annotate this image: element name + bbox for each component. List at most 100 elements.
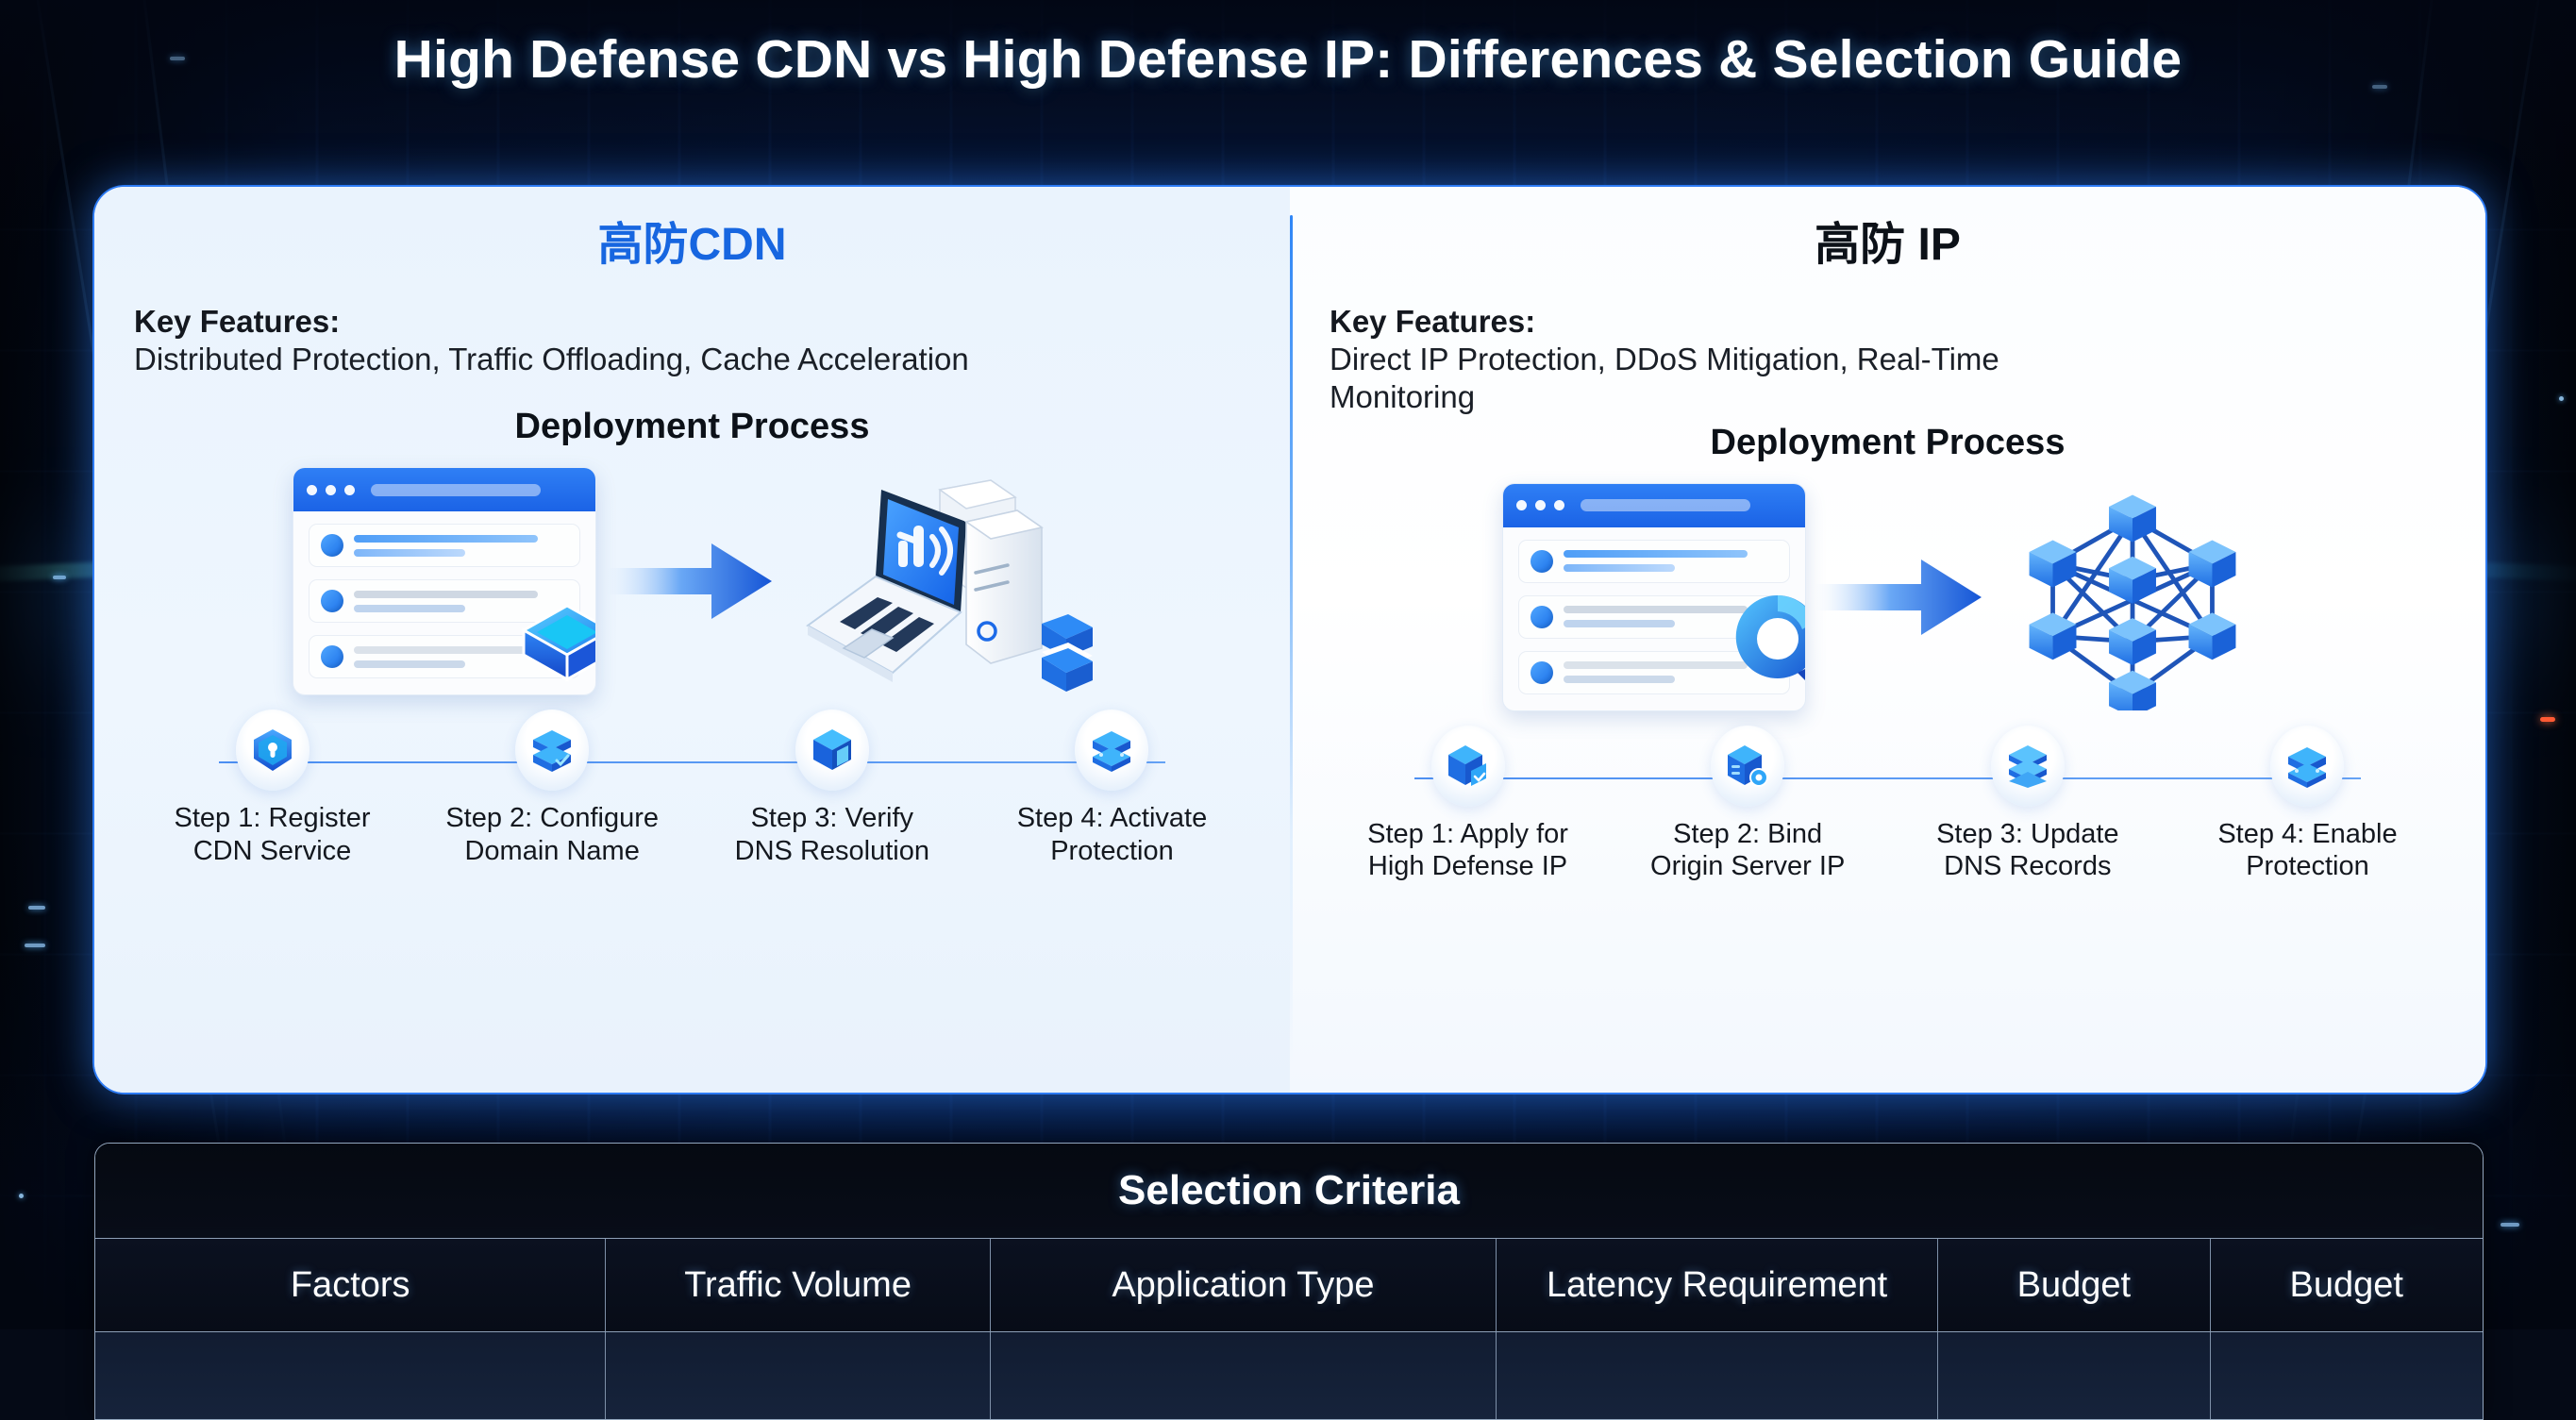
table-cell	[2211, 1332, 2483, 1419]
step-label: Step 2: Configure Domain Name	[445, 803, 660, 866]
table-cell	[991, 1332, 1497, 1419]
browser-dot	[343, 484, 355, 495]
background-chip	[170, 57, 185, 60]
table-cell	[1938, 1332, 2211, 1419]
step-label: Step 1: Register CDN Service	[174, 803, 371, 866]
cube-dns-icon	[795, 710, 869, 792]
table-header-cell: Traffic Volume	[606, 1239, 991, 1331]
browser-window-icon	[1501, 482, 1806, 711]
panel-ip-heading: 高防 IP	[1815, 220, 1961, 270]
laptop-and-server-icon	[805, 479, 1093, 693]
step-label: Step 2: Bind Origin Server IP	[1650, 818, 1846, 881]
panel-ip-key-features-text: Direct IP Protection, DDoS Mitigation, R…	[1330, 342, 1999, 415]
steps-connector-line	[219, 761, 1165, 764]
database-icon	[2270, 725, 2345, 807]
browser-row-icon	[1530, 549, 1553, 573]
browser-dot	[1534, 500, 1546, 511]
server-bind-icon	[1711, 725, 1785, 807]
steps-connector-line	[1414, 777, 2361, 779]
swirl-shield-icon	[1735, 594, 1805, 680]
browser-dot	[325, 484, 336, 495]
browser-row-lines	[353, 534, 568, 557]
browser-title-bar	[293, 468, 595, 512]
table-header-cell: Budget	[2289, 1264, 2403, 1305]
browser-row-lines	[1563, 606, 1778, 628]
step-item[interactable]: Step 4: Enable Protection	[2175, 725, 2440, 882]
node-network-icon	[2029, 494, 2235, 710]
step-item[interactable]: Step 3: Update DNS Records	[1895, 725, 2160, 882]
browser-title-bar	[1502, 483, 1805, 527]
browser-row-icon	[320, 534, 343, 558]
browser-url-bar	[370, 483, 541, 496]
background-dot	[19, 1194, 24, 1198]
browser-list-row	[1517, 539, 1790, 583]
browser-row-icon	[320, 590, 343, 613]
browser-list-row	[1517, 650, 1790, 694]
browser-row-lines	[353, 645, 568, 668]
step-label: Step 1: Apply for High Defense IP	[1367, 818, 1568, 881]
step-item[interactable]: Step 1: Apply for High Defense IP	[1335, 725, 1600, 882]
browser-row-lines	[353, 590, 568, 612]
table-cell	[606, 1332, 991, 1419]
browser-row-icon	[1530, 605, 1553, 628]
background-chip	[53, 576, 66, 579]
step-label: Step 3: Verify DNS Resolution	[734, 803, 929, 866]
panel-ip: 高防 IP Key Features: Direct IP Protection…	[1290, 187, 2485, 1093]
panel-cdn-steps: Step 1: Register CDN Service Step 2: Con…	[134, 710, 1250, 866]
table-header-cell: Application Type	[991, 1239, 1497, 1331]
browser-row-lines	[1563, 661, 1778, 684]
background-chip	[2501, 1223, 2519, 1227]
browser-dot	[306, 484, 317, 495]
table-header-cell: Factors	[95, 1239, 607, 1331]
server-stack-icon	[515, 710, 590, 792]
browser-list-row	[308, 524, 580, 568]
database-icon	[1075, 710, 1149, 792]
panel-cdn: 高防CDN Key Features: Distributed Protecti…	[94, 187, 1290, 1093]
background-chip	[2372, 85, 2387, 89]
browser-dot	[1515, 500, 1527, 511]
panel-cdn-illustration	[134, 459, 1250, 704]
table-header-cell: Latency Requirement	[1497, 1239, 1939, 1331]
step-item[interactable]: Step 3: Verify DNS Resolution	[699, 710, 964, 866]
panel-cdn-deployment-title: Deployment Process	[514, 407, 870, 447]
step-item[interactable]: Step 1: Register CDN Service	[140, 710, 405, 866]
panel-ip-deployment-title: Deployment Process	[1710, 422, 2066, 462]
table-header-cell: Budget	[1938, 1239, 2211, 1331]
table-title: Selection Criteria	[95, 1144, 2483, 1239]
selection-criteria-table: Selection Criteria Factors Traffic Volum…	[94, 1143, 2484, 1420]
panel-divider	[1290, 215, 1293, 1064]
step-item[interactable]: Step 2: Bind Origin Server IP	[1615, 725, 1881, 882]
step-label: Step 3: Update DNS Records	[1936, 818, 2119, 881]
browser-row-lines	[1563, 550, 1778, 573]
panel-ip-key-features-label: Key Features:	[1330, 303, 1536, 339]
background-chip	[28, 906, 45, 910]
step-label: Step 4: Enable Protection	[2217, 818, 2398, 881]
browser-dot	[1553, 500, 1564, 511]
background-chip	[25, 944, 45, 947]
step-item[interactable]: Step 2: Configure Domain Name	[420, 710, 685, 866]
step-item[interactable]: Step 4: Activate Protection	[979, 710, 1245, 866]
panel-cdn-heading: 高防CDN	[597, 220, 787, 270]
right-arrow-icon	[1815, 559, 1982, 635]
browser-url-bar	[1580, 499, 1750, 512]
table-cell	[95, 1332, 607, 1419]
layers-icon	[1990, 725, 2065, 807]
table-header-row: Factors Traffic Volume Application Type …	[95, 1239, 2483, 1332]
shield-icon	[235, 710, 309, 792]
step-label: Step 4: Activate Protection	[1016, 803, 1208, 866]
table-row	[95, 1332, 2483, 1419]
panel-cdn-key-features-label: Key Features:	[134, 303, 341, 339]
background-red-chip	[2540, 717, 2555, 722]
right-arrow-icon	[605, 543, 772, 620]
browser-window-icon	[292, 467, 596, 696]
open-cube-icon	[520, 604, 595, 682]
background-dot	[2559, 396, 2564, 401]
server-check-icon	[1430, 725, 1505, 807]
table-cell	[1497, 1332, 1939, 1419]
panel-cdn-key-features-text: Distributed Protection, Traffic Offloadi…	[134, 342, 969, 377]
browser-row-icon	[320, 645, 343, 669]
page-title: High Defense CDN vs High Defense IP: Dif…	[393, 29, 2183, 90]
panel-ip-steps: Step 1: Apply for High Defense IP Step 2…	[1330, 725, 2446, 882]
panel-ip-illustration	[1330, 475, 2446, 720]
browser-row-icon	[1530, 660, 1553, 684]
